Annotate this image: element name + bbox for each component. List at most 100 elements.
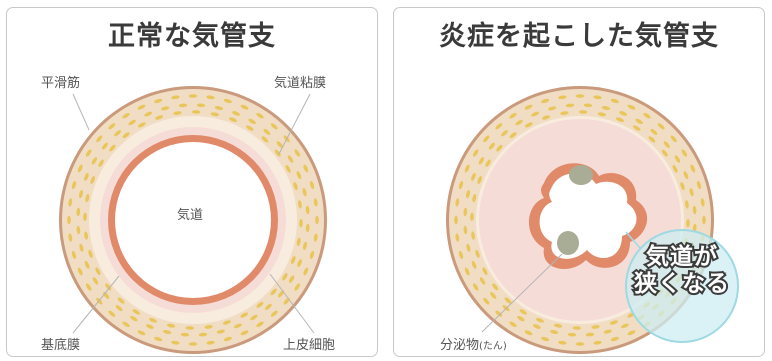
tissue-cell-dot xyxy=(85,193,90,203)
label-secretion: 分泌物(たん) xyxy=(440,334,507,353)
tissue-cell-dot xyxy=(455,198,460,207)
tissue-cell-dot xyxy=(240,312,248,318)
tissue-cell-dot xyxy=(154,336,163,342)
tissue-cell-dot xyxy=(482,267,488,275)
tissue-cell-dot xyxy=(84,172,89,181)
tissue-cell-dot xyxy=(84,231,88,240)
tissue-cell-dot xyxy=(475,249,480,258)
tissue-cell-dot xyxy=(138,122,146,128)
tissue-cell-dot xyxy=(619,111,628,116)
tissue-cell-dot xyxy=(542,115,551,120)
tissue-cell-dot xyxy=(223,336,232,342)
panel-normal-bronchus: 正常な気管支 平滑筋 気道粘膜 気道 基底膜 上皮細胞 xyxy=(6,7,378,357)
tissue-cell-dot xyxy=(471,260,477,269)
tissue-cell-dot xyxy=(593,340,602,345)
tissue-cell-dot xyxy=(222,320,231,325)
tissue-cell-dot xyxy=(256,112,264,119)
label-smooth-muscle: 平滑筋 xyxy=(41,76,81,91)
tissue-cell-dot xyxy=(77,164,83,173)
tissue-cell-dot xyxy=(108,123,116,130)
tissue-cell-dot xyxy=(71,181,77,190)
tissue-cell-dot xyxy=(154,98,163,104)
panel-title-normal: 正常な気管支 xyxy=(108,21,276,52)
tissue-cell-dot xyxy=(188,94,198,98)
tissue-cell-dot xyxy=(536,318,544,323)
normal-bronchus-diagram xyxy=(59,86,327,354)
tissue-cell-dot xyxy=(68,233,73,242)
tissue-cell-dot xyxy=(303,241,307,251)
tissue-cell-dot xyxy=(122,321,130,328)
callout-airway-narrows: 気道が 狭くなる xyxy=(623,242,741,299)
tissue-cell-dot xyxy=(232,111,241,116)
tissue-cell-dot xyxy=(648,136,656,143)
tissue-cell-dot xyxy=(585,332,595,337)
tissue-cell-dot xyxy=(261,136,269,143)
tissue-cell-dot xyxy=(627,104,636,110)
tissue-cell-dot xyxy=(689,188,694,197)
tissue-cell-dot xyxy=(246,125,254,131)
tissue-cell-dot xyxy=(122,132,130,139)
leader-line-secretion xyxy=(481,253,563,333)
tissue-cell-dot xyxy=(609,320,618,325)
tissue-cell-dot xyxy=(285,165,291,173)
tissue-cell-dot xyxy=(471,231,475,240)
tissue-cell-dot xyxy=(661,149,668,157)
tissue-cell-dot xyxy=(601,106,611,110)
tissue-cell-dot xyxy=(155,115,164,120)
tissue-cell-dot xyxy=(114,130,121,137)
tissue-cell-dot xyxy=(282,273,288,281)
tissue-cell-dot xyxy=(171,95,180,100)
tissue-cell-dot xyxy=(616,117,624,122)
tissue-cell-dot xyxy=(192,110,201,114)
tissue-cell-dot xyxy=(137,330,146,336)
tissue-cell-dot xyxy=(83,212,87,221)
tissue-cell-dot xyxy=(297,259,302,268)
tissue-cell-dot xyxy=(455,233,460,242)
tissue-cell-dot xyxy=(298,200,302,209)
tissue-cell-dot xyxy=(674,155,681,163)
tissue-cell-dot xyxy=(105,283,112,291)
tissue-cell-dot xyxy=(302,188,307,197)
tissue-cell-dot xyxy=(299,219,303,228)
label-secretion-note: (たん) xyxy=(479,341,507,352)
tissue-cell-dot xyxy=(524,330,533,336)
tissue-cell-dot xyxy=(128,119,136,126)
tissue-cell-dot xyxy=(98,159,104,167)
tissue-cell-dot xyxy=(681,149,688,157)
leader-line-basement-membrane xyxy=(72,275,120,334)
secretion-blob-top xyxy=(569,165,593,185)
tissue-cell-dot xyxy=(214,106,224,110)
tissue-cell-dot xyxy=(198,332,208,337)
tissue-cell-dot xyxy=(79,243,84,252)
leader-line-epithelial-cells xyxy=(269,273,315,334)
tissue-cell-dot xyxy=(466,189,470,199)
tissue-cell-dot xyxy=(686,219,690,228)
tissue-cell-dot xyxy=(166,323,176,328)
tissue-cell-dot xyxy=(248,118,256,125)
tissue-cell-dot xyxy=(265,303,272,310)
secretion-blob-left xyxy=(557,231,579,255)
tissue-cell-dot xyxy=(485,159,491,167)
tissue-cell-dot xyxy=(532,324,541,329)
tissue-cell-dot xyxy=(702,215,706,225)
tissue-cell-dot xyxy=(270,310,278,317)
tissue-cell-dot xyxy=(517,315,525,322)
tissue-cell-dot xyxy=(67,215,71,225)
tissue-cell-dot xyxy=(240,330,249,336)
tissue-cell-dot xyxy=(690,164,696,173)
tissue-cell-dot xyxy=(515,119,523,126)
tissue-cell-dot xyxy=(196,103,206,108)
tissue-cell-dot xyxy=(509,321,517,328)
tissue-cell-dot xyxy=(309,181,315,190)
tissue-cell-dot xyxy=(291,256,296,264)
tissue-cell-dot xyxy=(479,277,486,285)
tissue-cell-dot xyxy=(463,207,468,217)
label-airway-mucosa: 気道粘膜 xyxy=(274,76,327,91)
tissue-cell-dot xyxy=(478,157,485,165)
tissue-cell-dot xyxy=(692,223,697,233)
tissue-cell-dot xyxy=(149,318,157,323)
tissue-cell-dot xyxy=(477,176,482,184)
tissue-cell-dot xyxy=(293,182,298,191)
tissue-cell-dot xyxy=(472,149,479,157)
tissue-cell-dot xyxy=(483,135,490,143)
